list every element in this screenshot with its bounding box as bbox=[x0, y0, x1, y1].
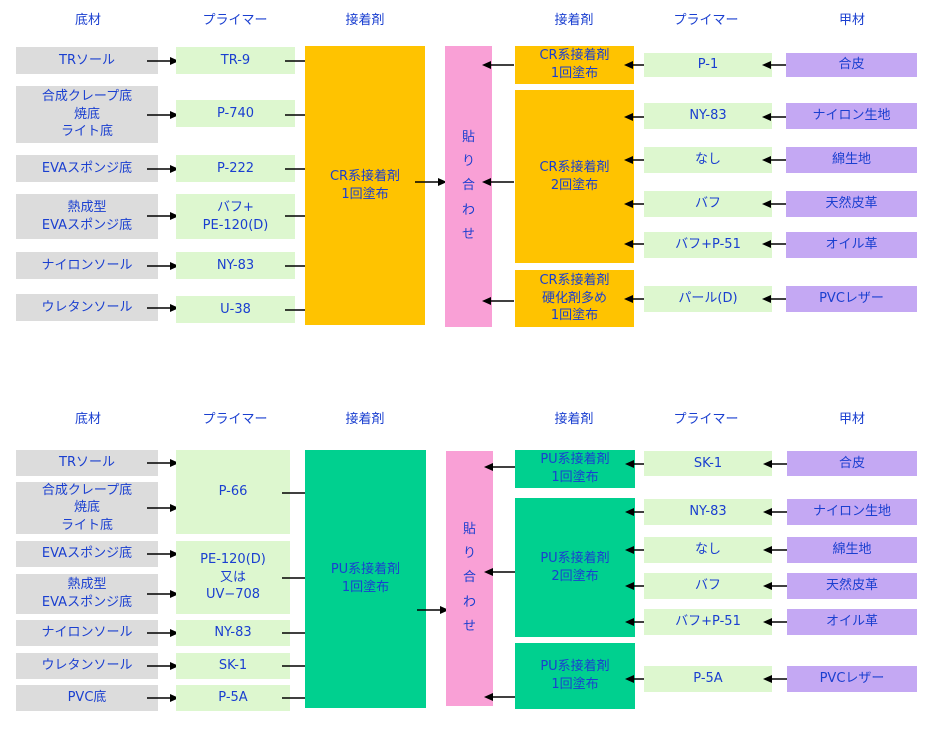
arrow-right-icon bbox=[146, 549, 180, 559]
header-adhesive-upper: 接着剤 bbox=[554, 13, 594, 28]
arrow-left-icon bbox=[483, 462, 517, 472]
upper-adhesive-pu: PU系接着剤 1回塗布 bbox=[515, 643, 635, 709]
upper-adhesive-pu: PU系接着剤 2回塗布 bbox=[515, 498, 635, 637]
primer-box: なし bbox=[644, 147, 772, 173]
upper-box: 天然皮革 bbox=[786, 191, 917, 217]
primer-box: なし bbox=[644, 537, 772, 563]
arrow-right-icon bbox=[146, 303, 180, 313]
header-primer: プライマー bbox=[202, 412, 268, 427]
arrow-left-icon bbox=[481, 296, 515, 306]
upper-box: 綿生地 bbox=[787, 537, 917, 563]
sole-box: PVC底 bbox=[16, 685, 158, 711]
sole-box: 合成クレープ底 焼底 ライト底 bbox=[16, 86, 158, 143]
primer-box: パール(D) bbox=[644, 286, 772, 312]
bonding-box: 貼 り 合 わ せ bbox=[445, 46, 492, 327]
arrow-left-icon bbox=[481, 60, 515, 70]
arrow-right-icon bbox=[146, 503, 180, 513]
arrow-right-icon bbox=[146, 661, 180, 671]
primer-box: TR-9 bbox=[176, 47, 295, 74]
upper-box: 天然皮革 bbox=[787, 573, 917, 599]
sole-box: EVAスポンジ底 bbox=[16, 541, 158, 567]
upper-box: PVCレザー bbox=[786, 286, 917, 312]
primer-box: NY-83 bbox=[176, 620, 290, 646]
upper-box: PVCレザー bbox=[787, 666, 917, 692]
sole-box: 合成クレープ底 焼底 ライト底 bbox=[16, 482, 158, 534]
primer-box: P-740 bbox=[176, 100, 295, 127]
arrow-right-icon bbox=[416, 605, 450, 615]
primer-box: P-222 bbox=[176, 155, 295, 182]
arrow-right-icon bbox=[146, 589, 180, 599]
sole-box: TRソール bbox=[16, 47, 158, 74]
upper-box: オイル革 bbox=[787, 609, 917, 635]
header-sole: 底材 bbox=[74, 412, 101, 427]
header-upper: 甲材 bbox=[838, 412, 865, 427]
header-upper: 甲材 bbox=[838, 13, 865, 28]
primer-box: P-5A bbox=[176, 685, 290, 711]
header-primer-upper: プライマー bbox=[673, 412, 739, 427]
primer-box: U-38 bbox=[176, 296, 295, 323]
header-sole: 底材 bbox=[74, 13, 101, 28]
primer-box: PE-120(D) 又は UV−708 bbox=[176, 541, 290, 614]
arrow-left-icon bbox=[483, 692, 517, 702]
arrow-left-icon bbox=[483, 567, 517, 577]
primer-box: NY-83 bbox=[176, 252, 295, 279]
arrow-right-icon bbox=[414, 177, 448, 187]
primer-box: バフ+P-51 bbox=[644, 232, 772, 258]
sole-box: EVAスポンジ底 bbox=[16, 155, 158, 182]
upper-box: 綿生地 bbox=[786, 147, 917, 173]
sole-box: TRソール bbox=[16, 450, 158, 476]
primer-box: NY-83 bbox=[644, 103, 772, 129]
sole-box: 熱成型 EVAスポンジ底 bbox=[16, 574, 158, 614]
primer-box: P-1 bbox=[644, 53, 772, 77]
primer-box: NY-83 bbox=[644, 499, 772, 525]
arrow-right-icon bbox=[146, 693, 180, 703]
arrow-right-icon bbox=[146, 458, 180, 468]
sole-box: ウレタンソール bbox=[16, 294, 158, 321]
arrow-right-icon bbox=[146, 110, 180, 120]
sole-box: ナイロンソール bbox=[16, 620, 158, 646]
upper-box: オイル革 bbox=[786, 232, 917, 258]
primer-box: バフ+P-51 bbox=[644, 609, 772, 635]
header-primer: プライマー bbox=[202, 13, 268, 28]
header-adhesive-upper: 接着剤 bbox=[554, 412, 594, 427]
arrow-right-icon bbox=[146, 56, 180, 66]
upper-adhesive-cr: CR系接着剤 2回塗布 bbox=[515, 90, 634, 263]
arrow-right-icon bbox=[146, 211, 180, 221]
bonding-box: 貼 り 合 わ せ bbox=[446, 451, 493, 706]
upper-adhesive-cr: CR系接着剤 1回塗布 bbox=[515, 46, 634, 84]
arrow-right-icon bbox=[146, 164, 180, 174]
header-primer-upper: プライマー bbox=[673, 13, 739, 28]
primer-box: バフ+ PE-120(D) bbox=[176, 194, 295, 239]
sole-box: ナイロンソール bbox=[16, 252, 158, 279]
arrow-left-icon bbox=[481, 177, 515, 187]
primer-box: P-5A bbox=[644, 666, 772, 692]
sole-box: ウレタンソール bbox=[16, 653, 158, 679]
arrow-right-icon bbox=[146, 628, 180, 638]
upper-box: ナイロン生地 bbox=[786, 103, 917, 129]
upper-box: 合皮 bbox=[787, 451, 917, 476]
sole-adhesive-pu: PU系接着剤 1回塗布 bbox=[305, 450, 426, 708]
primer-box: SK-1 bbox=[644, 451, 772, 476]
header-adhesive: 接着剤 bbox=[345, 412, 385, 427]
upper-box: 合皮 bbox=[786, 53, 917, 77]
header-adhesive: 接着剤 bbox=[345, 13, 385, 28]
upper-adhesive-cr: CR系接着剤 硬化剤多め 1回塗布 bbox=[515, 270, 634, 327]
primer-box: バフ bbox=[644, 573, 772, 599]
primer-box: P-66 bbox=[176, 450, 290, 534]
arrow-right-icon bbox=[146, 261, 180, 271]
upper-adhesive-pu: PU系接着剤 1回塗布 bbox=[515, 450, 635, 488]
sole-adhesive-cr: CR系接着剤 1回塗布 bbox=[305, 46, 425, 325]
upper-box: ナイロン生地 bbox=[787, 499, 917, 525]
sole-box: 熱成型 EVAスポンジ底 bbox=[16, 194, 158, 239]
primer-box: SK-1 bbox=[176, 653, 290, 679]
primer-box: バフ bbox=[644, 191, 772, 217]
